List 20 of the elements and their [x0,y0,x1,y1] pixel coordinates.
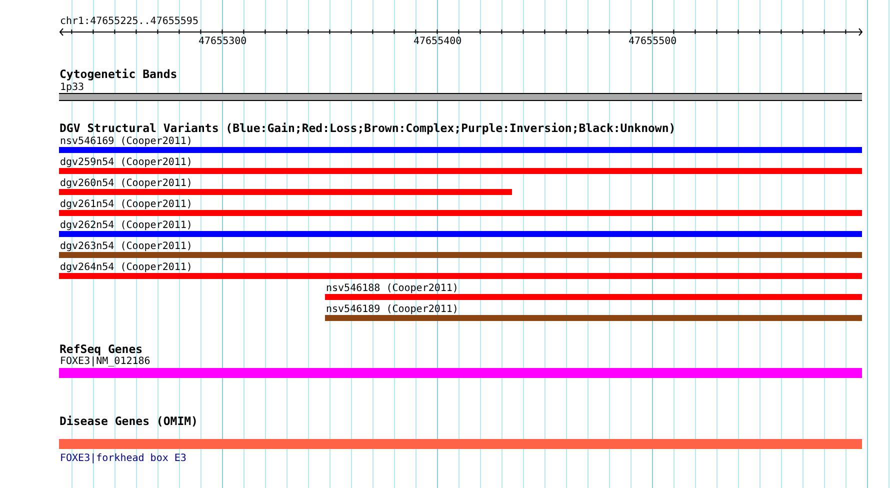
tick-label: 47655500 [628,36,677,46]
variant-label: nsv546189 (Cooper2011) [326,304,458,315]
variant-label: dgv264n54 (Cooper2011) [60,262,192,273]
variant-label: dgv261n54 (Cooper2011) [60,198,192,210]
track-title: Cytogenetic Bands [60,68,178,82]
track-title: DGV Structural Variants (Blue:Gain;Red:Loss;Brown:Complex;Purple:Inversion;Black:Unknown) [60,122,676,136]
variant-label: nsv546188 (Cooper2011) [326,282,458,294]
tick-label: 47655400 [414,36,462,46]
variant-label: dgv260n54 (Cooper2011) [60,178,192,189]
variant-label: dgv262n54 (Cooper2011) [60,220,192,231]
coordinate-range: chr1:47655225..47655595 [60,16,198,26]
tick-label: 47655300 [198,36,247,46]
band-label: 1p33 [60,82,84,93]
variant-label: dgv259n54 (Cooper2011) [60,156,192,168]
variant-label: nsv546169 (Cooper2011) [60,136,192,147]
track-title: Disease Genes (OMIM) [60,415,198,428]
variant-label: dgv263n54 (Cooper2011) [60,240,192,252]
track-title: RefSeq Genes [60,343,143,356]
gene-label: FOXE3|NM_012186 [60,356,150,368]
disease-gene-label: FOXE3|forkhead box E3 [60,453,186,464]
